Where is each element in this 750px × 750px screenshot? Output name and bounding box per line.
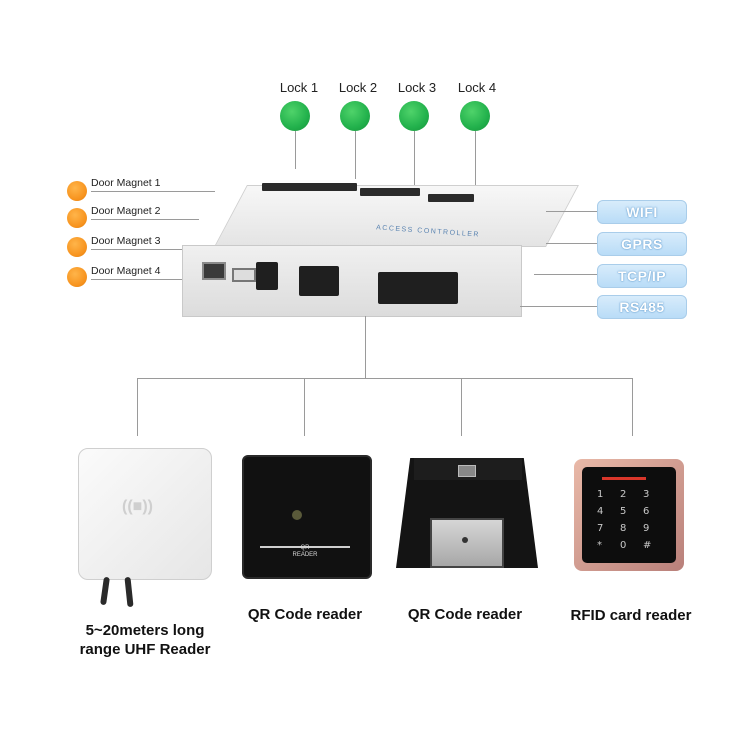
rfid-logo-icon: ((■))	[122, 498, 153, 515]
tcpip-connector	[534, 274, 598, 275]
key-3: 3	[643, 489, 650, 500]
reader-terminal-block	[299, 266, 339, 296]
scan-lens-icon	[462, 537, 468, 543]
lock-2-label: Lock 2	[338, 80, 378, 95]
bus-line	[137, 378, 633, 379]
wifi-connector	[546, 211, 598, 212]
lock-3-label: Lock 3	[397, 80, 437, 95]
key-5: 5	[620, 506, 627, 517]
lock-terminal-strip-3	[428, 194, 474, 202]
lock-3-connector	[414, 131, 415, 189]
door-magnet-3-connector	[91, 249, 187, 250]
lock-terminal-strip-1	[262, 183, 357, 191]
door-magnet-1-label: Door Magnet 1	[91, 177, 161, 189]
lock-2-indicator	[340, 101, 370, 131]
power-terminal-block	[256, 262, 278, 290]
branch-qr-1	[304, 378, 305, 436]
uhf-label-line-1: 5~20meters long	[85, 622, 205, 639]
rs485-connector	[520, 306, 598, 307]
door-magnet-2-indicator	[67, 208, 87, 228]
rfid-reader-label: RFID card reader	[570, 607, 692, 624]
trunk-line	[365, 316, 366, 378]
door-magnet-4-connector	[91, 279, 183, 280]
tcpip-badge: TCP/IP	[597, 264, 687, 288]
door-magnet-3-label: Door Magnet 3	[91, 235, 161, 247]
branch-qr-2	[461, 378, 462, 436]
key-7: 7	[597, 523, 604, 534]
rj45-port-icon	[458, 465, 476, 477]
lock-1-indicator	[280, 101, 310, 131]
door-magnet-4-indicator	[67, 267, 87, 287]
io-terminal-block	[378, 272, 458, 304]
door-magnet-2-label: Door Magnet 2	[91, 205, 161, 217]
gprs-connector	[546, 243, 598, 244]
key-2: 2	[620, 489, 627, 500]
door-magnet-1-connector	[91, 191, 215, 192]
branch-uhf	[137, 378, 138, 436]
door-magnet-3-indicator	[67, 237, 87, 257]
lock-4-connector	[475, 131, 476, 195]
wifi-badge: WIFI	[597, 200, 687, 224]
key-8: 8	[620, 523, 627, 534]
controller-front-panel	[182, 245, 522, 317]
status-led-bar	[602, 477, 646, 480]
rs485-badge: RS485	[597, 295, 687, 319]
ethernet-port	[202, 262, 226, 280]
key-4: 4	[597, 506, 604, 517]
branch-rfid	[632, 378, 633, 436]
lock-1-connector	[295, 131, 296, 169]
scan-arrow-line	[260, 546, 350, 548]
qr-reader-1-text: QR READER	[292, 545, 318, 558]
uhf-cable-left	[100, 576, 110, 606]
lock-4-label: Lock 4	[457, 80, 497, 95]
uhf-label-line-2: range UHF Reader	[79, 641, 211, 658]
gprs-badge: GPRS	[597, 232, 687, 256]
usb-port	[232, 268, 256, 282]
uhf-reader-body	[78, 448, 212, 580]
lock-2-connector	[355, 131, 356, 179]
qr-reader-1-label: QR Code reader	[247, 606, 363, 623]
key-6: 6	[643, 506, 650, 517]
door-magnet-4-label: Door Magnet 4	[91, 265, 161, 277]
uhf-cable-right	[124, 576, 134, 608]
uhf-reader-label: 5~20meters long range UHF Reader	[60, 621, 230, 659]
qr-reader-1-body	[242, 455, 372, 579]
camera-lens-icon	[292, 510, 302, 520]
door-magnet-2-connector	[91, 219, 199, 220]
key-1: 1	[597, 489, 604, 500]
lock-terminal-strip-2	[360, 188, 420, 196]
key-hash: #	[643, 540, 652, 551]
lock-3-indicator	[399, 101, 429, 131]
rfid-keypad-screen	[582, 467, 676, 563]
door-magnet-1-indicator	[67, 181, 87, 201]
lock-1-label: Lock 1	[279, 80, 319, 95]
key-star: *	[597, 540, 602, 551]
scan-window	[430, 518, 504, 568]
qr-reader-2-label: QR Code reader	[407, 606, 523, 623]
key-9: 9	[643, 523, 650, 534]
key-0: 0	[620, 540, 627, 551]
lock-4-indicator	[460, 101, 490, 131]
